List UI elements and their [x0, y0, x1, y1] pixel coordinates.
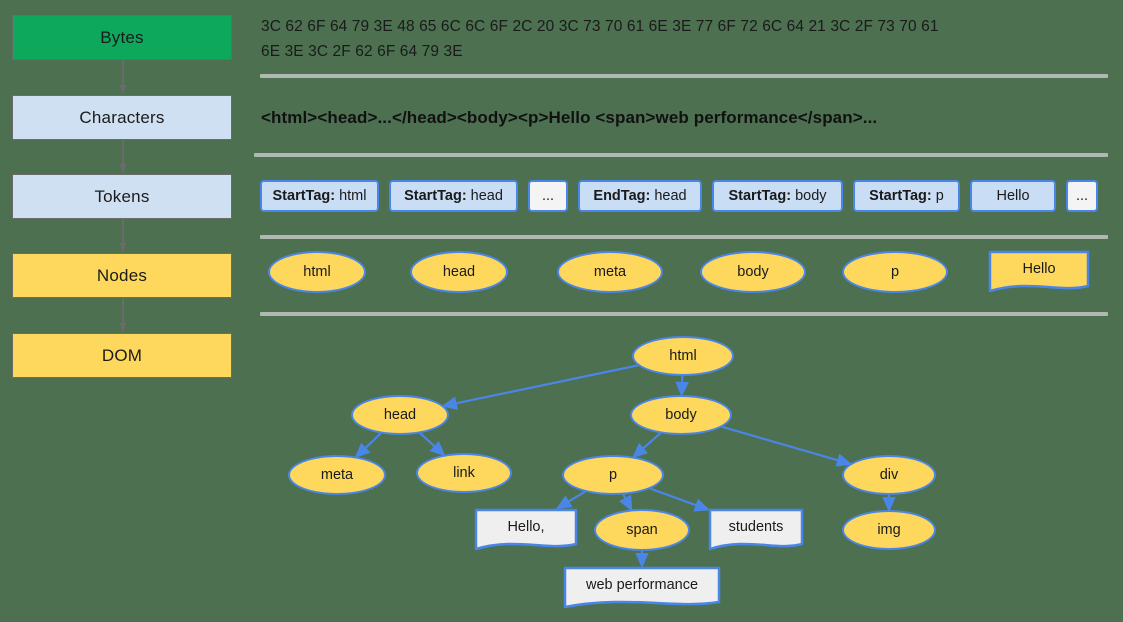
section-divider — [254, 153, 1108, 157]
tree-node-p[interactable]: p — [562, 455, 664, 495]
bytes-hex-text: 3C 62 6F 64 79 3E 48 65 6C 6C 6F 2C 20 3… — [261, 18, 939, 60]
tree-node-label: div — [879, 467, 899, 483]
tree-node-link[interactable]: link — [416, 453, 512, 493]
token-chip[interactable]: StartTag:html — [260, 180, 379, 212]
tree-edge — [354, 432, 382, 459]
tree-edge — [675, 375, 689, 398]
tree-node-meta[interactable]: meta — [288, 455, 386, 495]
token-name: p — [935, 188, 944, 204]
tree-node-stud[interactable]: students — [708, 508, 804, 554]
tree-node-label: head — [383, 407, 417, 423]
tree-node-img[interactable]: img — [842, 510, 936, 550]
pipeline-step-tokens: Tokens — [12, 174, 232, 219]
section-divider — [260, 74, 1108, 78]
tree-edge — [555, 490, 586, 510]
token-name: html — [339, 188, 367, 204]
node-ellipse[interactable]: head — [410, 251, 508, 293]
token-chip[interactable]: ... — [1066, 180, 1098, 212]
token-name: ... — [1075, 188, 1089, 204]
token-chip[interactable]: ... — [528, 180, 568, 212]
node-label: meta — [593, 264, 627, 280]
tree-node-body[interactable]: body — [630, 395, 732, 435]
tree-node-label: meta — [320, 467, 354, 483]
tree-node-span[interactable]: span — [594, 509, 690, 551]
tree-edge — [441, 364, 639, 410]
token-kind: StartTag: — [869, 188, 932, 204]
token-name: head — [654, 188, 687, 204]
pipeline-step-nodes: Nodes — [12, 253, 232, 298]
tree-node-label: link — [453, 465, 475, 481]
tree-node-hello[interactable]: Hello, — [474, 508, 578, 554]
section-divider — [260, 235, 1108, 239]
node-ellipse[interactable]: body — [700, 251, 806, 293]
tree-node-label: span — [626, 522, 658, 538]
section-divider — [260, 312, 1108, 316]
token-kind: StartTag: — [404, 188, 467, 204]
pipeline-step-label: Bytes — [100, 27, 144, 47]
pipeline-step-label: DOM — [101, 345, 143, 365]
node-text-document[interactable]: Hello — [988, 250, 1090, 296]
token-name: Hello — [996, 188, 1030, 204]
token-chip[interactable]: Hello — [970, 180, 1056, 212]
tree-node-head[interactable]: head — [351, 395, 449, 435]
token-kind: EndTag: — [593, 188, 651, 204]
tree-edge — [632, 432, 662, 459]
tree-node-label: body — [665, 407, 697, 423]
token-chip[interactable]: StartTag:head — [389, 180, 518, 212]
tree-node-webp[interactable]: web performance — [563, 566, 721, 612]
tree-edge — [721, 425, 853, 467]
node-ellipse[interactable]: p — [842, 251, 948, 293]
tree-node-label: p — [608, 467, 618, 483]
pipeline-step-label: Characters — [79, 107, 165, 127]
node-ellipse[interactable]: meta — [557, 251, 663, 293]
token-name: ... — [541, 188, 555, 204]
node-label: html — [303, 264, 331, 280]
node-label: p — [890, 264, 900, 280]
node-label: body — [737, 264, 769, 280]
pipeline-arrow-icon — [119, 140, 127, 174]
token-chip[interactable]: EndTag:head — [578, 180, 702, 212]
pipeline-step-characters: Characters — [12, 95, 232, 140]
pipeline-step-label: Nodes — [96, 265, 148, 285]
pipeline-step-dom: DOM — [12, 333, 232, 378]
token-name: body — [795, 188, 827, 204]
pipeline-step-label: Tokens — [94, 186, 150, 206]
pipeline-arrow-icon — [119, 219, 127, 253]
pipeline-arrow-icon — [119, 60, 127, 95]
node-ellipse[interactable]: html — [268, 251, 366, 293]
token-kind: StartTag: — [728, 188, 792, 204]
token-chip[interactable]: StartTag:p — [853, 180, 960, 212]
tree-node-label: html — [669, 348, 697, 364]
token-name: head — [470, 188, 503, 204]
node-label: head — [442, 264, 476, 280]
tree-node-div[interactable]: div — [842, 455, 936, 495]
tree-edge — [419, 432, 446, 457]
tree-node-html[interactable]: html — [632, 336, 734, 376]
tree-edge — [650, 487, 711, 512]
pipeline-arrow-icon — [119, 298, 127, 333]
characters-markup-text: <html><head>...</head><body><p>Hello <sp… — [261, 108, 878, 127]
token-kind: StartTag: — [272, 188, 336, 204]
tree-edge — [619, 494, 633, 512]
token-chip[interactable]: StartTag:body — [712, 180, 843, 212]
tree-node-label: img — [877, 522, 901, 538]
pipeline-step-bytes: Bytes — [12, 15, 232, 60]
